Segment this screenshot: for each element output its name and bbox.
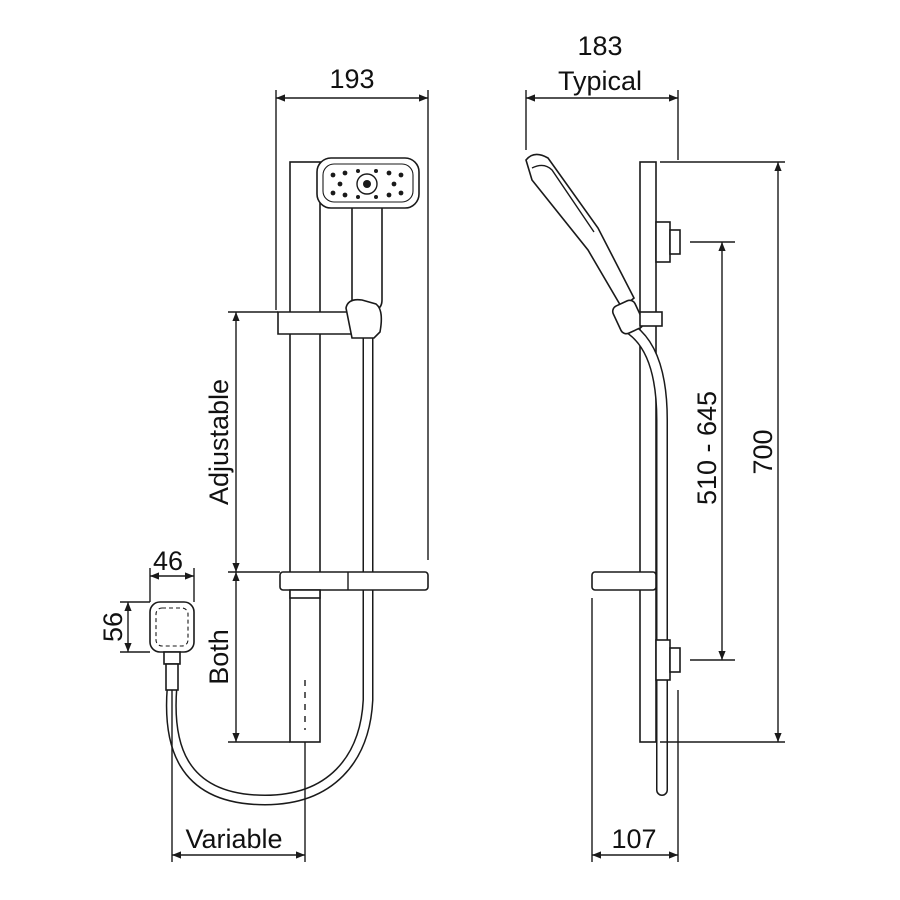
label-width-side: 183 [577,31,622,61]
front-rail [289,161,321,743]
dimension-56: 56 [98,601,150,653]
dimension-107: 107 [591,598,679,862]
side-handset-edge [531,164,595,233]
handset-handle [351,205,383,311]
front-view [149,157,429,806]
side-slider-holder [611,299,645,335]
front-soap-dish [279,571,429,591]
dimension-193: 193 [275,64,429,560]
shower-hose-outer [165,326,374,806]
dimension-both: Both [204,572,290,743]
wall-outlet-face [155,607,189,647]
slider-bracket-arm [277,311,353,335]
dimension-adjustable: Adjustable [204,311,280,573]
side-lower-bracket-cap [669,647,681,673]
label-outlet-height: 56 [98,612,128,642]
dimension-183-typical: 183 Typical [525,31,679,160]
side-view [525,153,681,796]
side-slider-arm [639,311,663,327]
label-overall-height: 700 [748,429,778,474]
side-hose-inner [627,325,667,795]
label-adjustable: Adjustable [204,379,234,505]
dimension-46: 46 [149,546,195,602]
label-variable: Variable [185,824,282,854]
outlet-connector [163,651,181,665]
spray-center-dot [363,180,371,188]
shower-hose-inner [167,328,372,805]
outlet-nut [165,663,179,691]
label-width-side-note: Typical [558,66,642,96]
spray-nozzles-icon [330,169,404,199]
dimension-700: 700 [660,161,785,743]
label-width-front: 193 [329,64,374,94]
rail-lower-bracket [289,589,321,599]
label-rail-depth: 107 [611,824,656,854]
dimension-variable: Variable [171,690,306,862]
label-both: Both [204,629,234,685]
label-outlet-width: 46 [153,546,183,576]
side-upper-bracket [655,221,671,263]
side-rail [639,161,657,743]
slider-bracket-holder [345,298,383,339]
dimension-510-645: 510 - 645 [690,241,735,661]
side-upper-bracket-cap [669,229,681,255]
side-lower-bracket [655,639,671,681]
side-handset [525,153,636,310]
label-rail-range: 510 - 645 [692,391,722,505]
side-soap-dish [591,571,657,591]
